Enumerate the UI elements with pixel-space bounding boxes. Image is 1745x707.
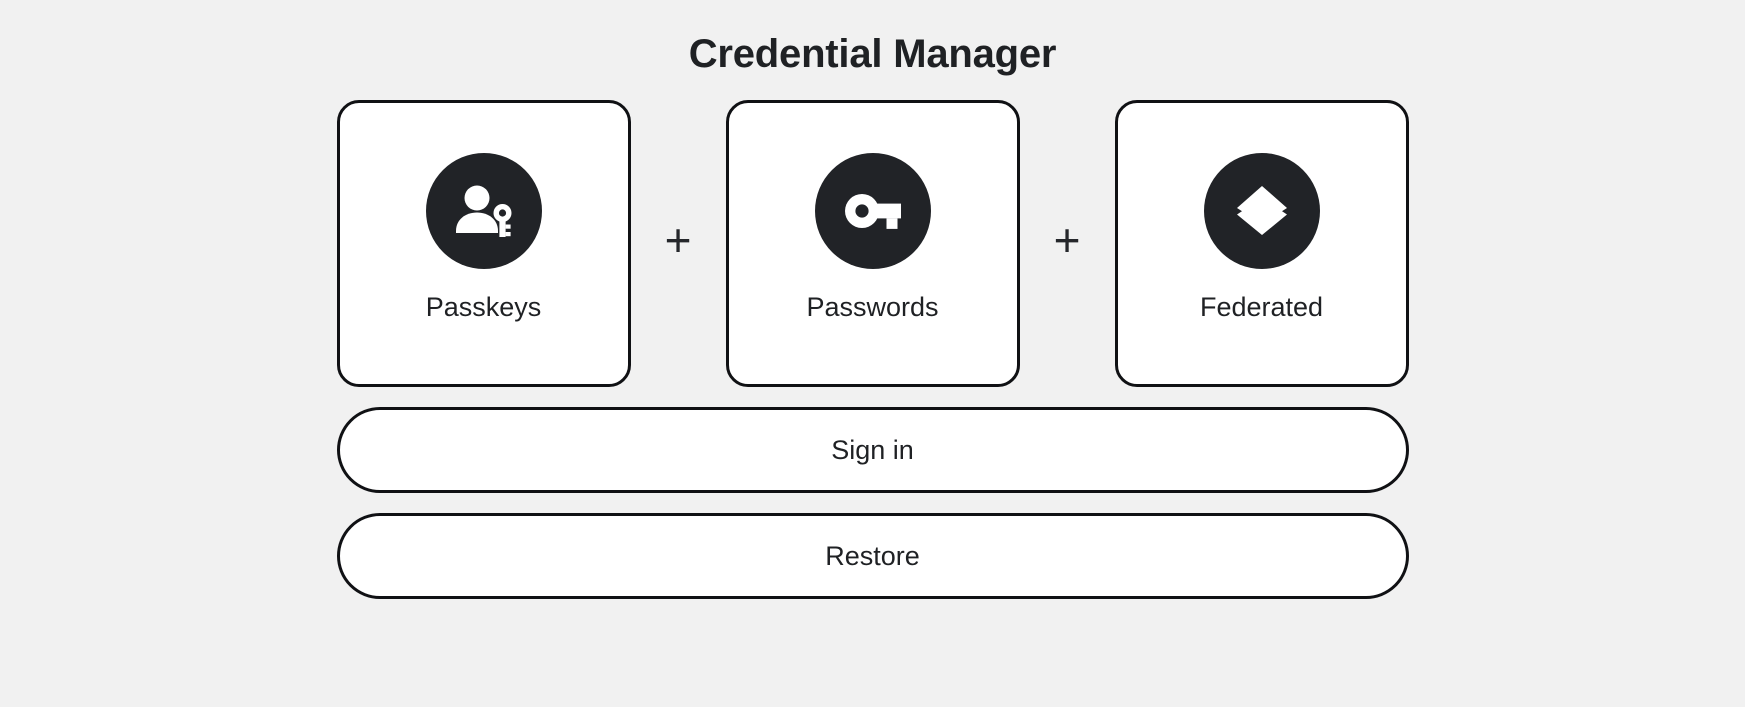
restore-button[interactable]: Restore (336, 513, 1409, 599)
credential-card-label: Federated (1199, 292, 1324, 322)
layers-icon (1203, 153, 1320, 269)
credential-card-passkeys[interactable]: Passkeys (336, 100, 631, 387)
key-icon (814, 153, 931, 269)
credential-types-row: Passkeys + Passwords + (336, 100, 1409, 387)
person-key-icon (425, 153, 542, 269)
plus-separator-1: + (664, 213, 692, 266)
sign-in-button[interactable]: Sign in (336, 407, 1409, 493)
credential-card-label: Passwords (806, 292, 939, 322)
action-buttons: Sign in Restore (336, 407, 1409, 599)
credential-card-federated[interactable]: Federated (1114, 100, 1409, 387)
page-title: Credential Manager (688, 32, 1057, 76)
plus-separator-2: + (1053, 213, 1081, 266)
credential-card-passwords[interactable]: Passwords (725, 100, 1020, 387)
credential-card-label: Passkeys (425, 292, 542, 322)
